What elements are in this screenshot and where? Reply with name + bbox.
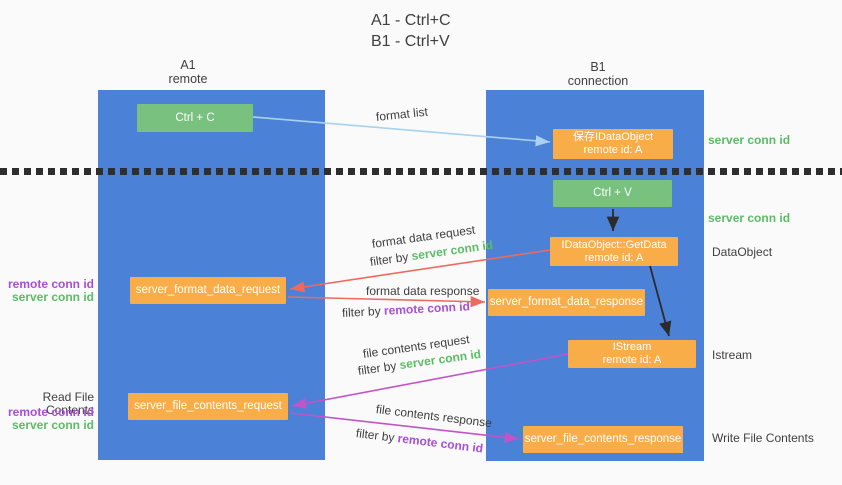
idataobject-getdata-box: IDataObject::GetData remote id: A — [550, 237, 678, 266]
filter-by-remote-conn-id-label-2: filter by remote conn id — [355, 426, 484, 455]
right-write-file-contents-label: Write File Contents — [712, 431, 814, 445]
left-read-file-contents-label: Read File Contents — [42, 390, 94, 417]
filter-by-remote-conn-id-label-1: filter by remote conn id — [342, 299, 471, 320]
right-dataobject-label: DataObject — [712, 245, 773, 259]
left-remote-conn-id-1: remote conn id — [7, 277, 94, 291]
getdata-line1: IDataObject::GetData — [561, 238, 667, 251]
ctrl-v-box: Ctrl + V — [553, 180, 672, 207]
right-column-header: B1 connection — [538, 60, 658, 88]
filter-remote-conn-id-2: remote conn id — [396, 431, 484, 456]
right-istream-label: Istream — [712, 348, 753, 362]
save-idataobject-line1: 保存IDataObject — [572, 131, 654, 143]
right-server-conn-id-mid: server conn id — [708, 211, 791, 225]
filter-remote-conn-id-1: remote conn id — [383, 299, 471, 318]
filter-by-text-4: filter by — [355, 426, 399, 446]
getdata-line2: remote id: A — [584, 251, 644, 264]
save-idataobject-box: 保存IDataObject remote id: A — [553, 129, 673, 159]
file-contents-response-label: file contents response — [375, 402, 493, 431]
server-format-data-response-box: server_format_data_response — [488, 289, 645, 316]
right-column-role: connection — [567, 74, 629, 88]
left-column-role: remote — [168, 72, 208, 86]
left-column-name: A1 — [180, 58, 196, 72]
format-data-response-label: format data response — [366, 284, 480, 298]
right-server-conn-id-top: server conn id — [708, 133, 791, 147]
left-column-header: A1 remote — [128, 58, 248, 86]
server-format-data-request-label: server_format_data_request — [135, 284, 281, 296]
server-file-contents-response-box: server_file_contents_response — [523, 426, 683, 453]
dotted-divider — [0, 168, 842, 175]
ctrl-v-label: Ctrl + V — [593, 187, 632, 199]
title-line-1: A1 - Ctrl+C — [371, 12, 451, 29]
server-format-data-request-box: server_format_data_request — [130, 277, 286, 304]
right-column-name: B1 — [590, 60, 606, 74]
diagram-title: A1 - Ctrl+C B1 - Ctrl+V — [371, 10, 451, 52]
istream-line1: IStream — [612, 341, 652, 353]
left-conn-id-block-2: remote conn id server conn id — [4, 406, 94, 432]
server-file-contents-response-label: server_file_contents_response — [524, 433, 682, 445]
ctrl-c-label: Ctrl + C — [175, 111, 215, 124]
filter-by-text-3: filter by — [357, 358, 401, 378]
server-file-contents-request-box: server_file_contents_request — [128, 393, 288, 420]
left-remote-conn-id-2: remote conn id — [7, 405, 94, 419]
save-idataobject-line2: remote id: A — [583, 144, 643, 156]
filter-by-text-1: filter by — [369, 249, 413, 269]
format-list-label: format list — [375, 104, 429, 124]
filter-by-text-2: filter by — [341, 303, 385, 320]
istream-box: IStream remote id: A — [568, 340, 696, 368]
server-file-contents-request-label: server_file_contents_request — [134, 400, 282, 412]
istream-line2: remote id: A — [602, 354, 662, 366]
left-server-conn-id-1: server conn id — [11, 290, 94, 304]
left-server-conn-id-2: server conn id — [11, 418, 94, 432]
ctrl-c-box: Ctrl + C — [137, 104, 253, 132]
title-line-2: B1 - Ctrl+V — [371, 33, 450, 50]
server-format-data-response-label: server_format_data_response — [489, 296, 644, 308]
left-conn-id-block-1: remote conn id server conn id — [4, 278, 94, 304]
